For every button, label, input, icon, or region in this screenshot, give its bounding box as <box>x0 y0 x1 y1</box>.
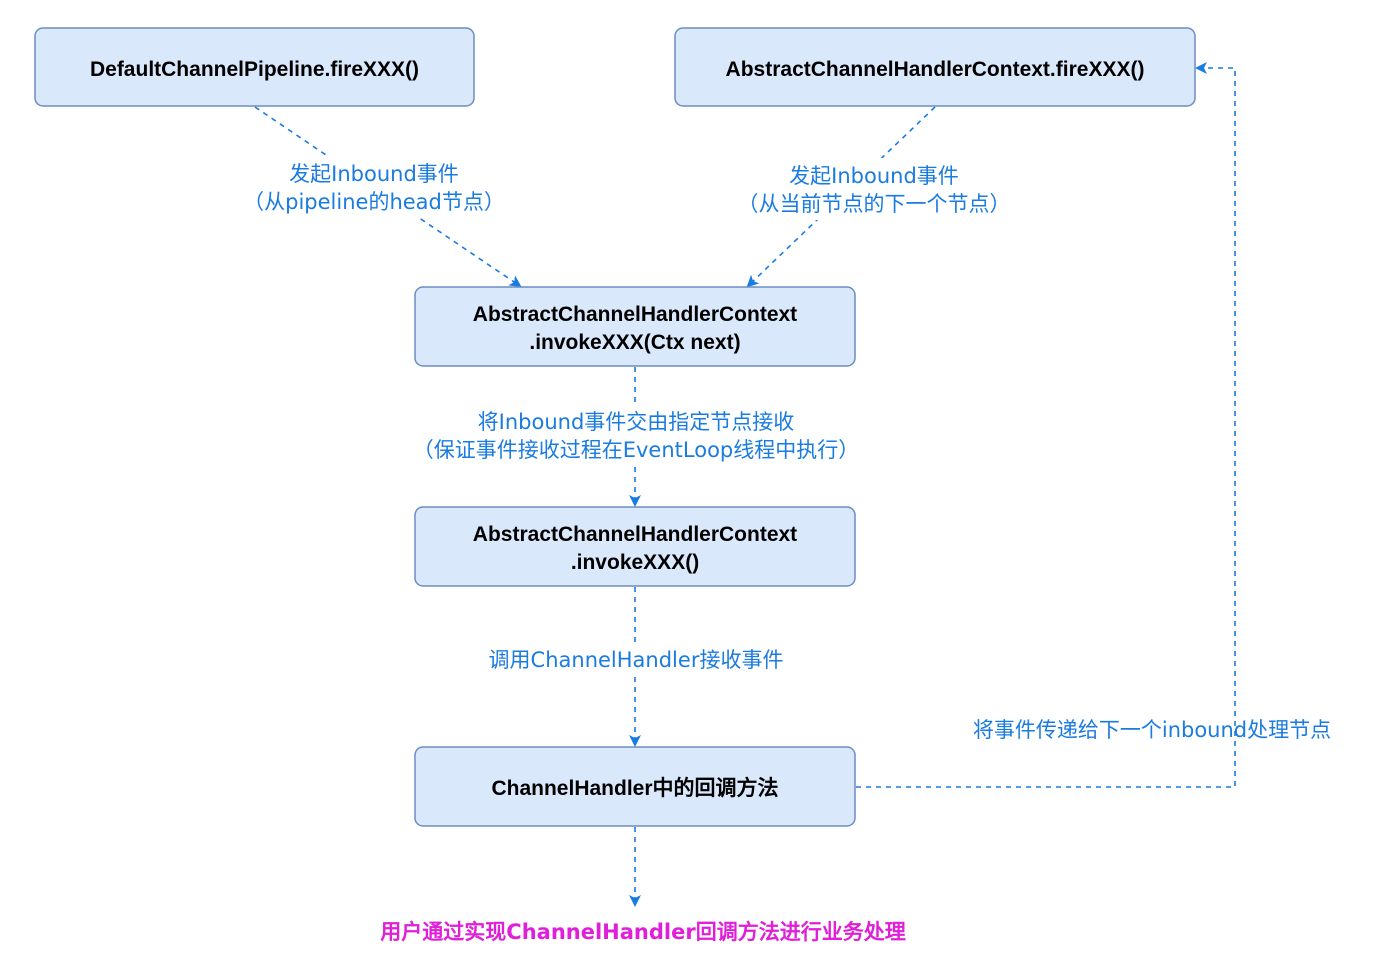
node-invoke: AbstractChannelHandlerContext .invokeXXX… <box>414 506 856 587</box>
edge-labels: 发起Inbound事件 （从pipeline的head节点） 发起Inbound… <box>243 162 1331 742</box>
node-invoke-label-line1: AbstractChannelHandlerContext <box>473 523 797 546</box>
edge-label-from-next-line1: 发起Inbound事件 <box>789 164 959 188</box>
edge-ctx-fire-to-invoke-next <box>746 106 936 288</box>
node-invoke-next: AbstractChannelHandlerContext .invokeXXX… <box>414 286 856 367</box>
edge-label-from-head-line2: （从pipeline的head节点） <box>243 190 505 214</box>
edge-label-from-next-line2: （从当前节点的下一个节点） <box>738 192 1011 216</box>
edge-head-to-invoke-next <box>254 106 522 288</box>
edge-label-hand-over-line2: （保证事件接收过程在EventLoop线程中执行） <box>413 438 860 462</box>
edge-label-from-head-line1: 发起Inbound事件 <box>289 162 459 186</box>
node-invoke-next-label-line2: .invokeXXX(Ctx next) <box>529 331 740 354</box>
node-default-pipeline-fire: DefaultChannelPipeline.fireXXX() <box>34 27 475 107</box>
edge-label-call-handler: 调用ChannelHandler接收事件 <box>489 648 784 672</box>
edges <box>254 62 1236 907</box>
node-ctx-fire-label: AbstractChannelHandlerContext.fireXXX() <box>726 58 1145 81</box>
edge-label-pass-next: 将事件传递给下一个inbound处理节点 <box>973 718 1331 742</box>
node-handler-callback: ChannelHandler中的回调方法 <box>414 746 856 827</box>
node-invoke-next-label-line1: AbstractChannelHandlerContext <box>473 303 797 326</box>
node-ctx-fire: AbstractChannelHandlerContext.fireXXX() <box>674 27 1196 107</box>
edge-label-hand-over-line1: 将Inbound事件交由指定节点接收 <box>478 410 795 434</box>
node-handler-callback-label: ChannelHandler中的回调方法 <box>491 776 778 800</box>
node-invoke-label-line2: .invokeXXX() <box>571 551 699 574</box>
final-note: 用户通过实现ChannelHandler回调方法进行业务处理 <box>380 920 905 944</box>
edge-label-backgrounds <box>238 156 1027 676</box>
node-default-pipeline-fire-label: DefaultChannelPipeline.fireXXX() <box>90 58 419 81</box>
